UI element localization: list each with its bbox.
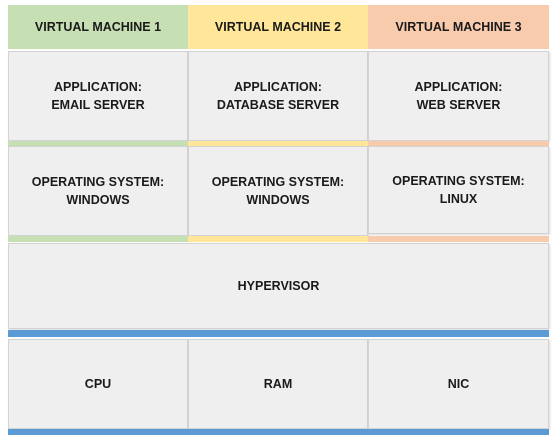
hardware-base-bar — [8, 429, 549, 435]
hardware-cpu: CPU — [8, 339, 188, 429]
vm1-separator — [8, 141, 188, 146]
vm3-os-base — [368, 236, 549, 242]
vm2-header: VIRTUAL MACHINE 2 — [188, 5, 368, 49]
vm3-separator — [368, 141, 549, 146]
vm2-operating-system: OPERATING SYSTEM: WINDOWS — [188, 146, 368, 236]
hardware-ram: RAM — [188, 339, 368, 429]
vm3-operating-system: OPERATING SYSTEM: LINUX — [368, 146, 549, 234]
hypervisor-layer: HYPERVISOR — [8, 243, 549, 329]
vm1-application: APPLICATION: EMAIL SERVER — [8, 51, 188, 141]
vm2-application: APPLICATION: DATABASE SERVER — [188, 51, 368, 141]
vm3-application: APPLICATION: WEB SERVER — [368, 51, 549, 141]
vm2-separator — [188, 141, 368, 146]
vm1-os-base — [8, 236, 188, 242]
hardware-nic: NIC — [368, 339, 549, 429]
vm1-header: VIRTUAL MACHINE 1 — [8, 5, 188, 49]
vm2-os-base — [188, 236, 368, 242]
vm1-operating-system: OPERATING SYSTEM: WINDOWS — [8, 146, 188, 236]
vm3-header: VIRTUAL MACHINE 3 — [368, 5, 549, 49]
hypervisor-hardware-bus — [8, 330, 549, 337]
